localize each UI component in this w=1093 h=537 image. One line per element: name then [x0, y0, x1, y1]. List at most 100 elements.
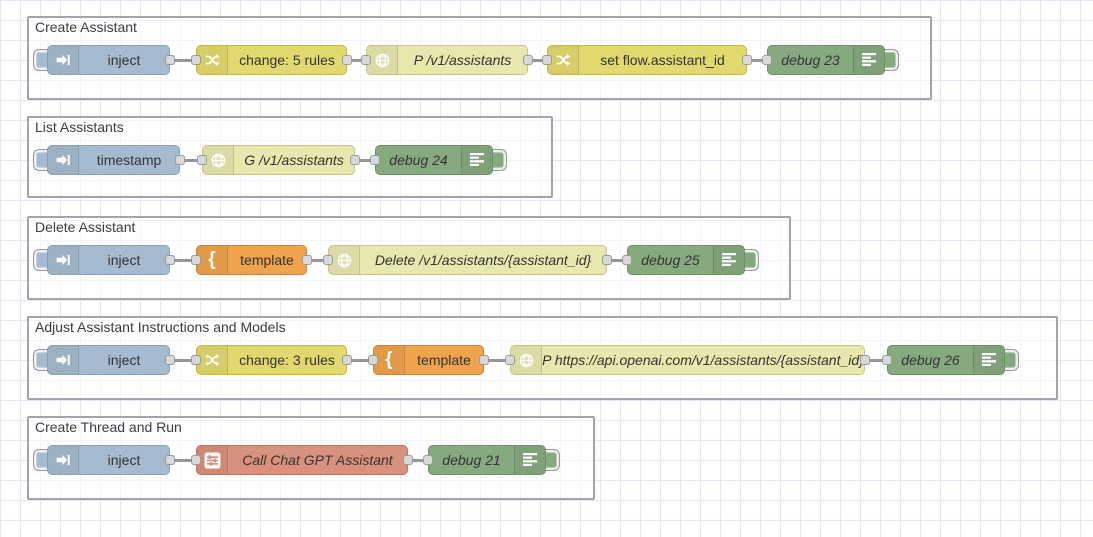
input-port[interactable] [882, 355, 892, 365]
node-label: P /v1/assistants [413, 52, 512, 68]
inject-node[interactable]: inject [47, 45, 170, 75]
input-port[interactable] [505, 355, 515, 365]
change-node[interactable]: change: 5 rules [196, 45, 347, 75]
assistant-node[interactable]: Call Chat GPT Assistant [196, 445, 408, 475]
shuffle-icon [548, 46, 579, 74]
input-port[interactable] [323, 255, 333, 265]
debug-sidebar-icon [713, 246, 744, 274]
wire[interactable] [180, 158, 202, 162]
http-node[interactable]: P /v1/assistants [366, 45, 528, 75]
wire[interactable] [307, 258, 328, 262]
group-title: Delete Assistant [35, 219, 136, 235]
node-label: debug 26 [901, 352, 960, 368]
group-title: Adjust Assistant Instructions and Models [35, 319, 286, 335]
output-port[interactable] [742, 55, 752, 65]
group-title: List Assistants [35, 119, 124, 135]
debug-sidebar-icon [853, 46, 884, 74]
template-node[interactable]: {template [373, 345, 484, 375]
input-port[interactable] [370, 155, 380, 165]
input-port[interactable] [197, 155, 207, 165]
debug-sidebar-icon [973, 346, 1004, 374]
input-port[interactable] [542, 55, 552, 65]
node-label: inject [107, 252, 141, 268]
debug-node[interactable]: debug 24 [375, 145, 493, 175]
input-port[interactable] [191, 455, 201, 465]
brace-icon: { [197, 246, 228, 274]
group-title: Create Assistant [35, 19, 137, 35]
input-port[interactable] [622, 255, 632, 265]
input-port[interactable] [423, 455, 433, 465]
node-label: Call Chat GPT Assistant [242, 452, 393, 468]
wire[interactable] [170, 58, 196, 62]
node-label: P https://api.openai.com/v1/assistants/{… [542, 352, 864, 368]
inject-arrow-icon [48, 146, 79, 174]
shuffle-icon [197, 46, 228, 74]
http-node[interactable]: G /v1/assistants [202, 145, 355, 175]
debug-node[interactable]: debug 25 [627, 245, 745, 275]
output-port[interactable] [350, 155, 360, 165]
wire[interactable] [170, 258, 196, 262]
output-port[interactable] [302, 255, 312, 265]
input-port[interactable] [368, 355, 378, 365]
output-port[interactable] [602, 255, 612, 265]
output-port[interactable] [403, 455, 413, 465]
output-port[interactable] [342, 355, 352, 365]
node-label: debug 21 [442, 452, 501, 468]
change-node[interactable]: set flow.assistant_id [547, 45, 747, 75]
inject-node[interactable]: inject [47, 245, 170, 275]
debug-node[interactable]: debug 23 [767, 45, 885, 75]
globe-icon [329, 246, 360, 274]
node-label: G /v1/assistants [244, 152, 344, 168]
wire[interactable] [347, 58, 366, 62]
output-port[interactable] [479, 355, 489, 365]
node-label: debug 23 [781, 52, 840, 68]
node-label: change: 5 rules [239, 52, 335, 68]
wire[interactable] [347, 358, 373, 362]
globe-icon [511, 346, 542, 374]
inject-node[interactable]: inject [47, 345, 170, 375]
output-port[interactable] [165, 455, 175, 465]
debug-sidebar-icon [461, 146, 492, 174]
globe-icon [203, 146, 234, 174]
input-port[interactable] [191, 355, 201, 365]
http-node[interactable]: P https://api.openai.com/v1/assistants/{… [510, 345, 865, 375]
output-port[interactable] [342, 55, 352, 65]
debug-node[interactable]: debug 26 [887, 345, 1005, 375]
output-port[interactable] [165, 355, 175, 365]
debug-node[interactable]: debug 21 [428, 445, 546, 475]
globe-icon [367, 46, 398, 74]
http-node[interactable]: Delete /v1/assistants/{assistant_id} [328, 245, 607, 275]
inject-node[interactable]: timestamp [47, 145, 180, 175]
assistant-sliders-icon [197, 446, 228, 474]
wire[interactable] [170, 358, 196, 362]
inject-node[interactable]: inject [47, 445, 170, 475]
node-label: inject [107, 352, 141, 368]
wire[interactable] [484, 358, 510, 362]
group-title: Create Thread and Run [35, 419, 182, 435]
input-port[interactable] [361, 55, 371, 65]
input-port[interactable] [191, 55, 201, 65]
brace-icon: { [374, 346, 405, 374]
node-label: template [240, 252, 294, 268]
wire[interactable] [408, 458, 428, 462]
output-port[interactable] [165, 55, 175, 65]
template-node[interactable]: { template [196, 245, 307, 275]
input-port[interactable] [191, 255, 201, 265]
node-label: timestamp [96, 152, 162, 168]
node-label: debug 24 [389, 152, 448, 168]
wire[interactable] [528, 58, 547, 62]
inject-arrow-icon [48, 246, 79, 274]
output-port[interactable] [165, 255, 175, 265]
wire[interactable] [865, 358, 887, 362]
wire[interactable] [607, 258, 627, 262]
change-node[interactable]: change: 3 rules [196, 345, 347, 375]
inject-arrow-icon [48, 446, 79, 474]
wire[interactable] [355, 158, 375, 162]
wire[interactable] [747, 58, 767, 62]
output-port[interactable] [523, 55, 533, 65]
input-port[interactable] [762, 55, 772, 65]
wire[interactable] [170, 458, 196, 462]
output-port[interactable] [860, 355, 870, 365]
output-port[interactable] [175, 155, 185, 165]
